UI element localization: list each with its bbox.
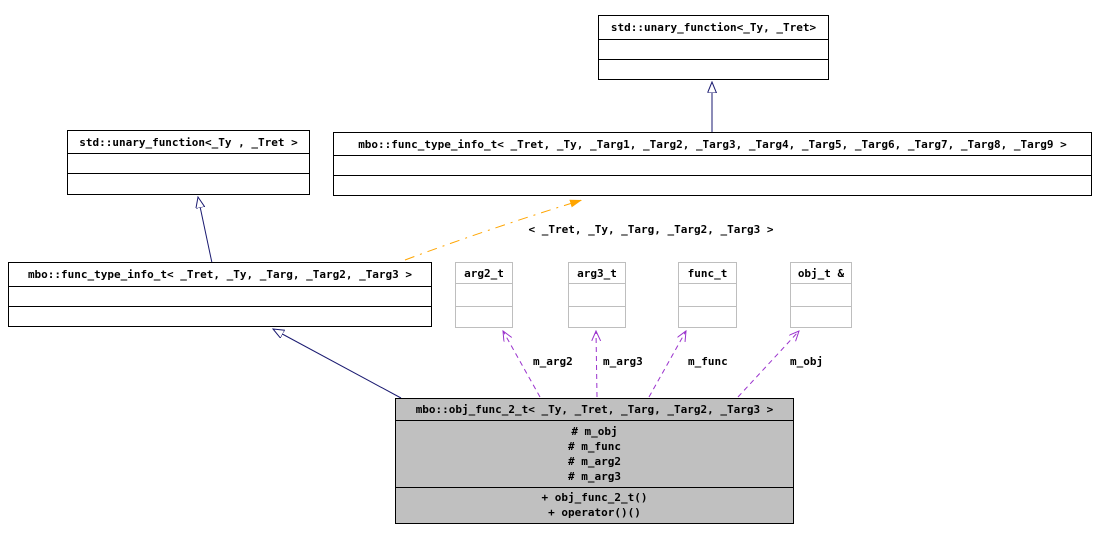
template-args-label: < _Tret, _Ty, _Targ, _Targ2, _Targ3 > — [528, 223, 774, 236]
method-row: + operator()() — [548, 506, 641, 519]
methods-compartment — [599, 60, 828, 79]
class-node-func-type-info-instance[interactable]: mbo::func_type_info_t< _Tret, _Ty, _Targ… — [8, 262, 432, 327]
usage-edge-m-func — [648, 331, 686, 398]
attribute-row: # m_obj — [571, 425, 618, 438]
attributes-compartment: # m_obj # m_func # m_arg2 # m_arg3 — [396, 421, 793, 488]
attributes-compartment — [791, 284, 851, 307]
methods-compartment — [334, 176, 1091, 195]
class-node-arg2-t: arg2_t — [455, 262, 513, 328]
attributes-compartment — [9, 287, 431, 307]
class-node-obj-t-ref: obj_t & — [790, 262, 852, 328]
methods-compartment: + obj_func_2_t() + operator()() — [396, 488, 793, 523]
methods-compartment — [679, 307, 736, 327]
class-node-arg3-t: arg3_t — [568, 262, 626, 328]
class-title: mbo::obj_func_2_t< _Ty, _Tret, _Targ, _T… — [396, 399, 793, 421]
attribute-row: # m_func — [568, 440, 621, 453]
class-node-obj-func-2-t: mbo::obj_func_2_t< _Ty, _Tret, _Targ, _T… — [395, 398, 794, 524]
edge-label-m-func: m_func — [688, 355, 728, 368]
methods-compartment — [9, 307, 431, 326]
methods-compartment — [68, 174, 309, 194]
attribute-row: # m_arg2 — [568, 455, 621, 468]
inheritance-edge-objfunc-to-functypeinfo-instance — [273, 329, 402, 399]
class-title: std::unary_function<_Ty, _Tret> — [599, 16, 828, 40]
class-title: arg2_t — [456, 263, 512, 284]
class-title: mbo::func_type_info_t< _Tret, _Ty, _Targ… — [334, 133, 1091, 156]
attributes-compartment — [679, 284, 736, 307]
edge-label-m-arg2: m_arg2 — [533, 355, 573, 368]
inheritance-edge-functypeinfo-instance-to-unaryfunction-instance — [198, 197, 213, 264]
edge-label-m-arg3: m_arg3 — [603, 355, 643, 368]
edge-label-m-obj: m_obj — [790, 355, 824, 368]
class-node-std-unary-function-template[interactable]: std::unary_function<_Ty, _Tret> — [598, 15, 829, 80]
method-row: + obj_func_2_t() — [541, 491, 648, 504]
class-title: func_t — [679, 263, 736, 284]
class-title: obj_t & — [791, 263, 851, 284]
class-node-func-t: func_t — [678, 262, 737, 328]
attributes-compartment — [456, 284, 512, 307]
methods-compartment — [456, 307, 512, 327]
attributes-compartment — [334, 156, 1091, 176]
class-node-std-unary-function-instance[interactable]: std::unary_function<_Ty , _Tret > — [67, 130, 310, 195]
class-node-func-type-info-template[interactable]: mbo::func_type_info_t< _Tret, _Ty, _Targ… — [333, 132, 1092, 196]
class-title: arg3_t — [569, 263, 625, 284]
methods-compartment — [569, 307, 625, 327]
attributes-compartment — [68, 154, 309, 174]
attributes-compartment — [599, 40, 828, 60]
usage-edge-m-arg3 — [596, 331, 597, 398]
methods-compartment — [791, 307, 851, 327]
class-title: mbo::func_type_info_t< _Tret, _Ty, _Targ… — [9, 263, 431, 287]
attributes-compartment — [569, 284, 625, 307]
class-title: std::unary_function<_Ty , _Tret > — [68, 131, 309, 154]
attribute-row: # m_arg3 — [568, 470, 621, 483]
